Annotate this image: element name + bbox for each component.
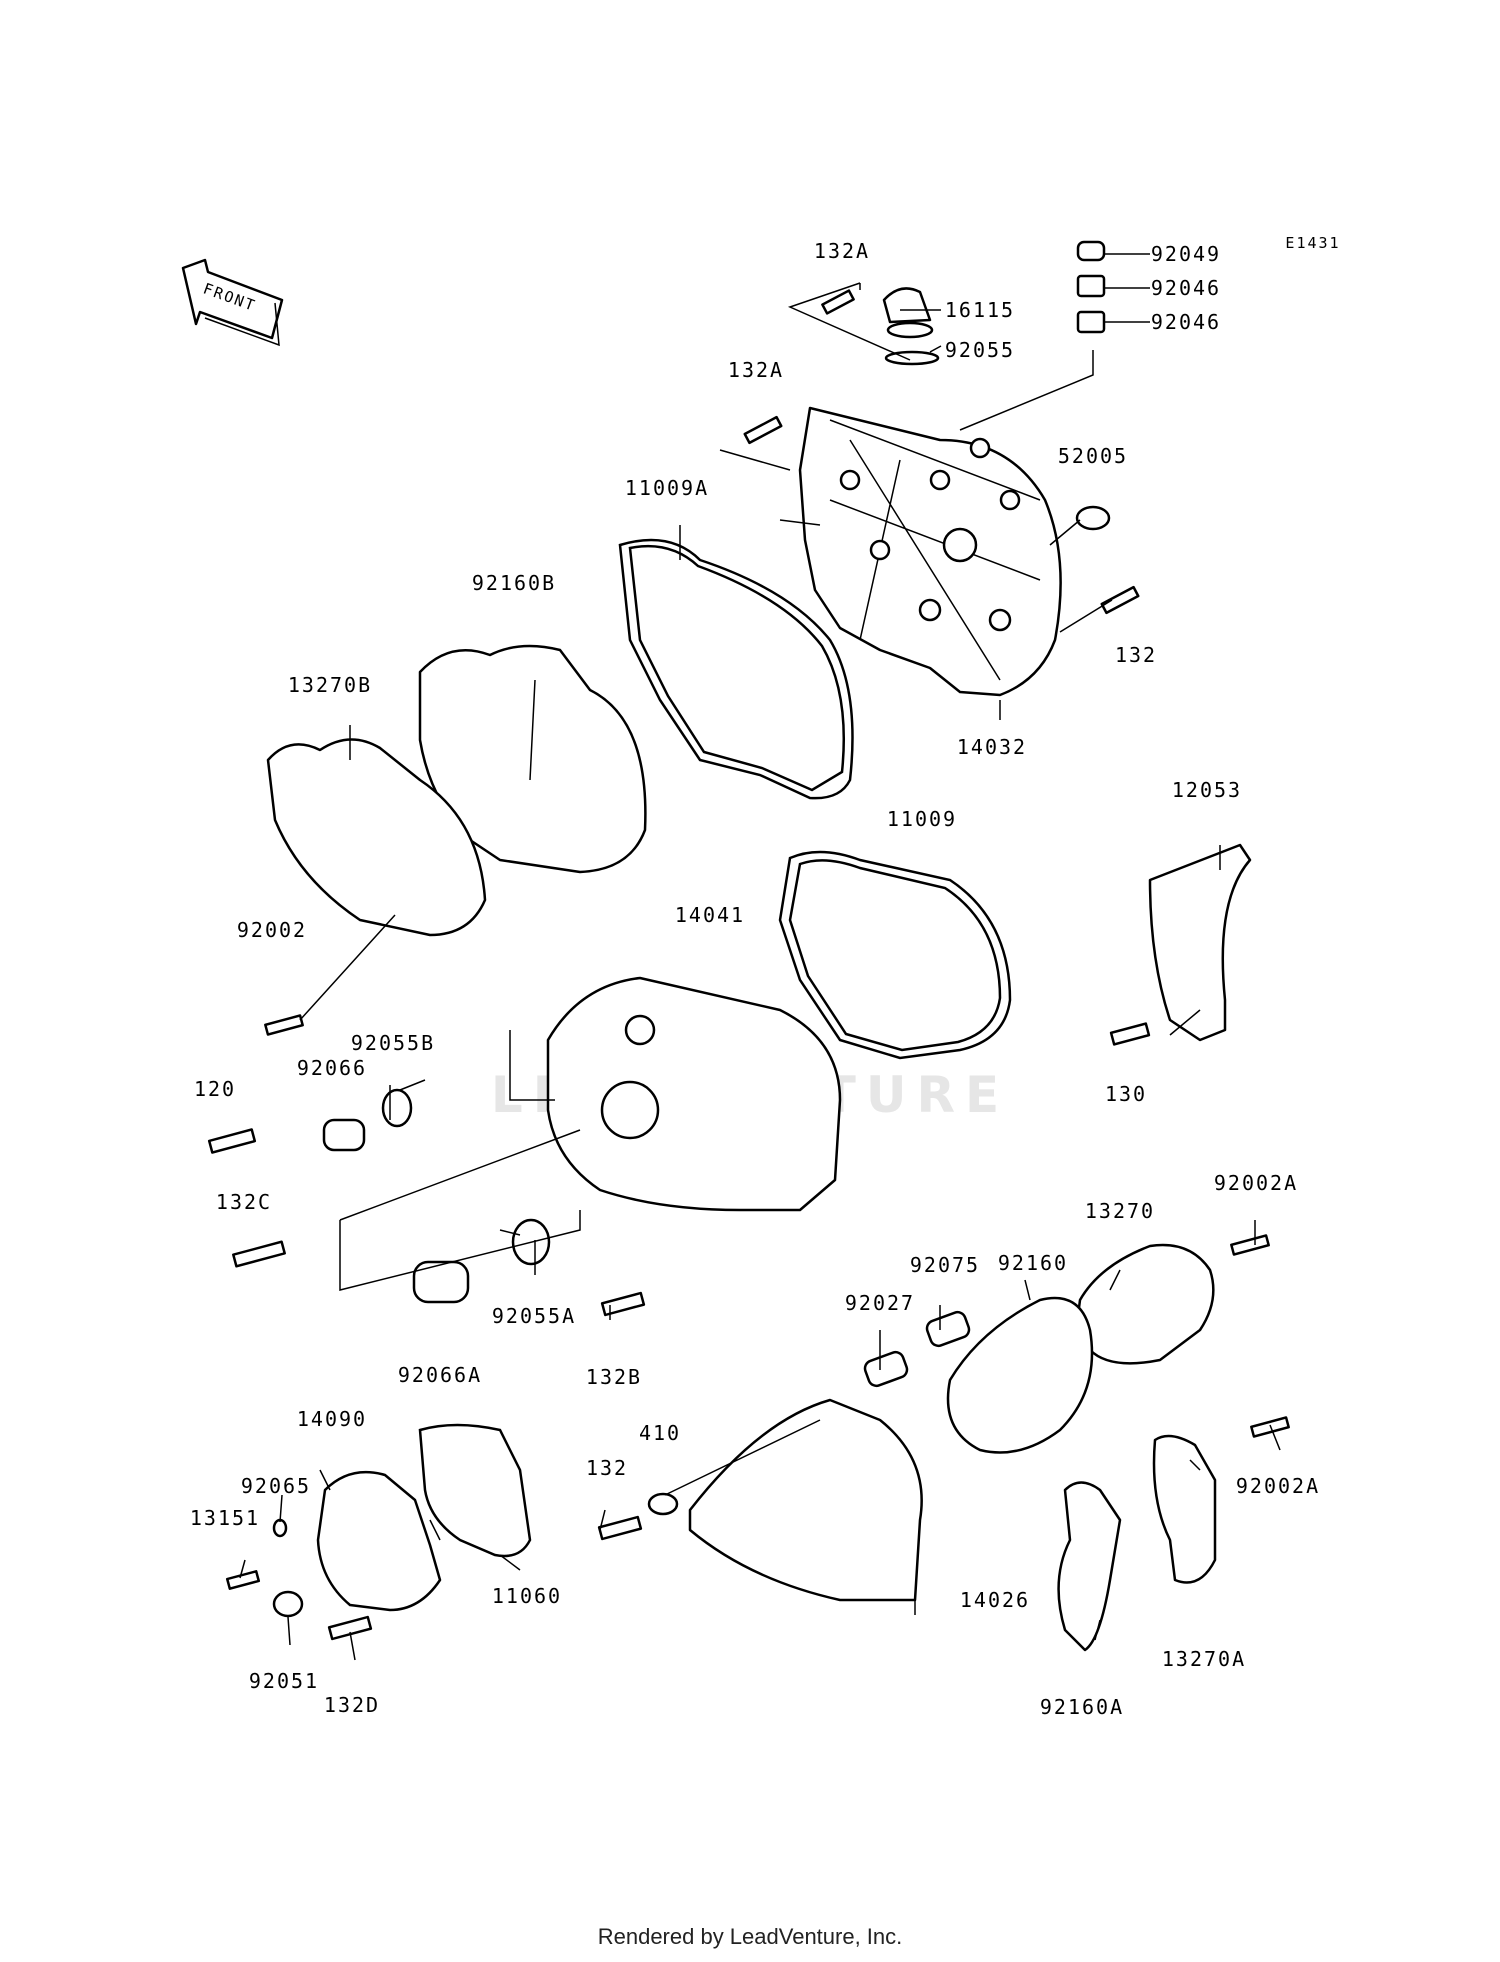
bolt-132A-top [821,289,855,315]
label-92160A: 92160A [1040,1695,1124,1719]
clutch-cover-14032 [798,406,1062,697]
bolt-13151 [225,1570,261,1590]
label-14032: 14032 [957,735,1027,759]
label-120: 120 [194,1077,236,1101]
gasket-11009-inner [788,859,1002,1052]
gasket-11009 [778,850,1012,1060]
plug-92066A [412,1260,470,1304]
label-92160: 92160 [998,1251,1068,1275]
label-11060: 11060 [492,1584,562,1608]
label-14041: 14041 [675,903,745,927]
o-ring-92055A [511,1218,551,1266]
label-92027: 92027 [845,1291,915,1315]
label-14090: 14090 [297,1407,367,1431]
bolt-92002 [264,1014,304,1036]
label-13151: 13151 [190,1506,260,1530]
label-410: 410 [639,1421,681,1445]
oil-cap-16115 [882,287,934,339]
label-12053: 12053 [1172,778,1242,802]
label-130: 130 [1105,1082,1147,1106]
label-92066A: 92066A [398,1363,482,1387]
bolt-120 [207,1128,257,1154]
gasket-11009A [618,538,854,800]
label-11009A: 11009A [625,476,709,500]
ring-92065 [272,1518,288,1538]
label-13270: 13270 [1085,1199,1155,1223]
plate-92160A [1057,1481,1122,1652]
cover-14041-upper-hole [624,1014,656,1046]
bolt-132A-mid [743,415,783,445]
label-13270A: 13270A [1162,1647,1246,1671]
plug-92066 [322,1118,366,1152]
washer-410 [647,1492,679,1516]
bolt-132C [232,1240,286,1268]
label-92049: 92049 [1151,242,1221,266]
plate-13270 [1077,1243,1215,1365]
bolt-132-low [597,1515,643,1541]
label-132: 132 [1115,643,1157,667]
label-92075: 92075 [910,1253,980,1277]
label-11009: 11009 [887,807,957,831]
o-ring-92055 [884,350,940,366]
label-132B: 132B [586,1365,642,1389]
collar-92075 [925,1310,971,1348]
label-92055A: 92055A [492,1304,576,1328]
gasket-11009A-inner [628,544,845,792]
bolt-132-right [1100,585,1140,615]
label-52005: 52005 [1058,444,1128,468]
plate-13270A [1152,1434,1217,1584]
sprocket-cover-14026 [688,1398,923,1602]
leader-132C-group [339,1030,581,1291]
footer-credit: Rendered by LeadVenture, Inc. [597,1924,903,1949]
diagram-code: E1431 [1285,234,1340,252]
cover-14041-plug-hole [600,1080,660,1140]
label-92051: 92051 [249,1669,319,1693]
label-92055: 92055 [945,338,1015,362]
collar-92027 [863,1350,909,1388]
label-92160B: 92160B [472,571,556,595]
label-92002A-low: 92002A [1236,1474,1320,1498]
label-132A-mid: 132A [728,358,784,382]
bolt-132D [327,1615,373,1641]
label-132D: 132D [324,1693,380,1717]
seal-92051 [272,1590,304,1618]
label-92065: 92065 [241,1474,311,1498]
bolt-132B [600,1291,646,1317]
plate-13270B [266,738,487,937]
label-92055B: 92055B [351,1031,435,1055]
cover-14041 [546,976,842,1212]
bracket-12053 [1148,843,1252,1042]
insulator-92160 [946,1296,1094,1454]
label-92066: 92066 [297,1056,367,1080]
label-92002A-top: 92002A [1214,1171,1298,1195]
label-92002: 92002 [237,918,307,942]
bolt-130 [1109,1022,1151,1046]
label-13270B: 13270B [288,673,372,697]
label-132A-top: 132A [814,239,870,263]
label-14026: 14026 [960,1588,1030,1612]
bearing-stack [1076,240,1106,334]
gasket-11060 [418,1423,532,1558]
label-132C: 132C [216,1190,272,1214]
label-92046-a: 92046 [1151,276,1221,300]
front-arrow-icon: FRONT [181,258,284,347]
leader-lines [239,253,1281,1661]
o-ring-92055B [381,1088,413,1128]
label-16115: 16115 [945,298,1015,322]
oil-seal-52005 [1075,505,1111,531]
housing-14090 [316,1470,442,1612]
label-92046-b: 92046 [1151,310,1221,334]
label-132-low: 132 [586,1456,628,1480]
bolt-92002A-top [1230,1234,1270,1256]
